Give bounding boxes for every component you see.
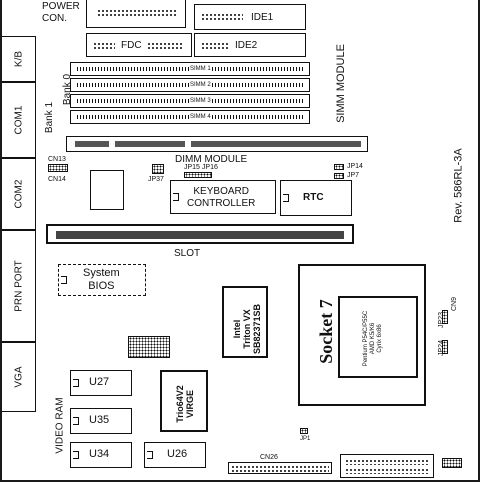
simm-slot-1: SIMM 1	[70, 62, 310, 76]
prn-port: PRN PORT	[2, 230, 36, 342]
simm-slot-3-label: SIMM 3	[189, 98, 212, 105]
jumper-cluster	[128, 336, 170, 358]
intel-chip-label: Intel Triton VX SB82371SB	[232, 303, 262, 355]
trio64v2-chip: Trio64V2 VIRGE	[160, 370, 208, 432]
simm-slot-2-label: SIMM 2	[189, 82, 212, 89]
u35-chip: U35	[70, 408, 132, 434]
video-ram-label: VIDEO RAM	[54, 397, 66, 454]
jp7-label: JP7	[347, 172, 360, 179]
jp23-header	[442, 310, 448, 324]
u27-label: U27	[89, 376, 110, 388]
power-con-label: POWER CON.	[42, 1, 80, 24]
power-connector	[86, 0, 186, 28]
kb-label: K/B	[13, 50, 24, 68]
jp37-header	[152, 164, 164, 174]
socket7-label: Socket 7	[315, 299, 336, 364]
fdc-connector: FDC	[86, 33, 192, 57]
jp24-header	[442, 340, 448, 354]
fdc-label: FDC	[121, 40, 142, 51]
keyboard-controller-chip: KEYBOARD CONTROLLER	[170, 180, 276, 214]
ide1-label: IDE1	[251, 12, 274, 23]
system-bios-chip: System BIOS	[58, 264, 146, 296]
simm-slot-3: SIMM 3	[70, 94, 310, 108]
jp37-label: JP37	[148, 176, 164, 183]
simm-slot-4-label: SIMM 4	[189, 114, 212, 121]
simm-slot-1-label: SIMM 1	[189, 66, 212, 73]
cpu-label: Pentium P54C/P55C AMD K5/K6 Cyrix 6x86	[363, 310, 384, 367]
com1-label: COM1	[13, 105, 24, 135]
keyboard-controller-label: KEYBOARD CONTROLLER	[187, 186, 256, 209]
cn9-label: CN9	[451, 296, 459, 312]
com1-port: COM1	[2, 82, 36, 158]
ide1-connector: IDE1	[194, 4, 306, 30]
socket7: Socket 7 Pentium P54C/P55C AMD K5/K6 Cyr…	[298, 264, 426, 406]
u26-label: U26	[167, 448, 188, 460]
jp1-header	[300, 428, 308, 434]
u26-chip: U26	[144, 442, 206, 468]
jp15-jp16-label: JP15 JP16	[184, 164, 218, 171]
trio-chip-label: Trio64V2 VIRGE	[175, 385, 195, 423]
revision-label: Rev. 586RL-3A	[452, 148, 465, 223]
u27-chip: U27	[70, 370, 132, 396]
ide2-label: IDE2	[235, 40, 258, 51]
jp7-header	[334, 173, 344, 179]
simm-slot-2: SIMM 2	[70, 78, 310, 92]
vga-label: VGA	[13, 366, 24, 388]
jp15-jp16-header	[184, 172, 212, 178]
ide2-connector: IDE2	[194, 33, 306, 57]
rtc-chip: RTC	[280, 180, 352, 216]
rtc-label: RTC	[303, 192, 324, 203]
expansion-slot	[46, 224, 354, 244]
bank1-label: Bank 1	[44, 101, 56, 134]
intel-triton-chip: Intel Triton VX SB82371SB	[222, 286, 268, 358]
u35-label: U35	[89, 414, 110, 426]
kb-port: K/B	[2, 36, 36, 82]
cn13-label: CN13	[48, 156, 66, 163]
cn26-connector	[228, 462, 332, 474]
component-block	[90, 170, 124, 210]
cn13-header	[48, 164, 68, 172]
system-bios-label: System BIOS	[83, 267, 120, 292]
jp1-label: JP1	[300, 436, 311, 442]
u34-chip: U34	[70, 442, 132, 468]
cn26-label: CN26	[260, 454, 278, 461]
simm-slot-4: SIMM 4	[70, 110, 310, 124]
jp14-label: JP14	[347, 163, 363, 170]
bottom-connector	[340, 454, 434, 478]
prn-port-label: PRN PORT	[13, 260, 24, 312]
vga-port: VGA	[2, 342, 36, 412]
dimm-module-label: DIMM MODULE	[175, 154, 248, 165]
cn14-label: CN14	[48, 176, 66, 183]
simm-module-label: SIMM MODULE	[334, 44, 347, 123]
jp14-header	[334, 164, 344, 170]
u34-label: U34	[89, 448, 110, 460]
bottom-right-jumper	[442, 458, 462, 468]
com2-label: COM2	[13, 179, 24, 209]
dimm-slot	[66, 136, 368, 152]
com2-port: COM2	[2, 158, 36, 230]
slot-label: SLOT	[174, 248, 201, 259]
